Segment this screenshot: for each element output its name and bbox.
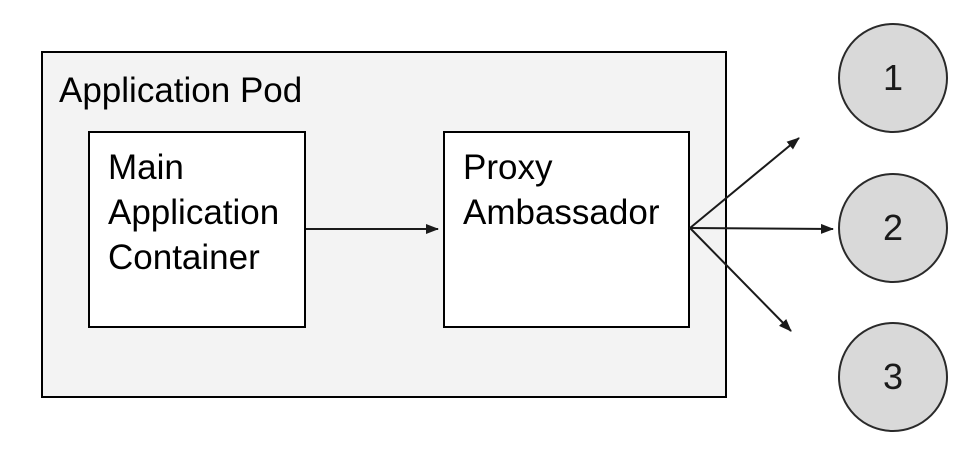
main-application-container-label: Main Application Container: [108, 148, 280, 277]
endpoint-circle-2: 2: [838, 173, 948, 283]
proxy-ambassador-label: Proxy Ambassador: [463, 148, 660, 232]
pod-title: Application Pod: [59, 71, 303, 110]
endpoint-2-label: 2: [882, 207, 904, 248]
endpoint-circle-1: 1: [838, 23, 948, 133]
endpoint-1-label: 1: [882, 57, 904, 98]
endpoint-3-label: 3: [882, 356, 904, 397]
proxy-ambassador-node: Proxy Ambassador: [443, 131, 690, 328]
main-application-container-node: Main Application Container: [88, 131, 306, 328]
endpoint-circle-3: 3: [838, 322, 948, 432]
